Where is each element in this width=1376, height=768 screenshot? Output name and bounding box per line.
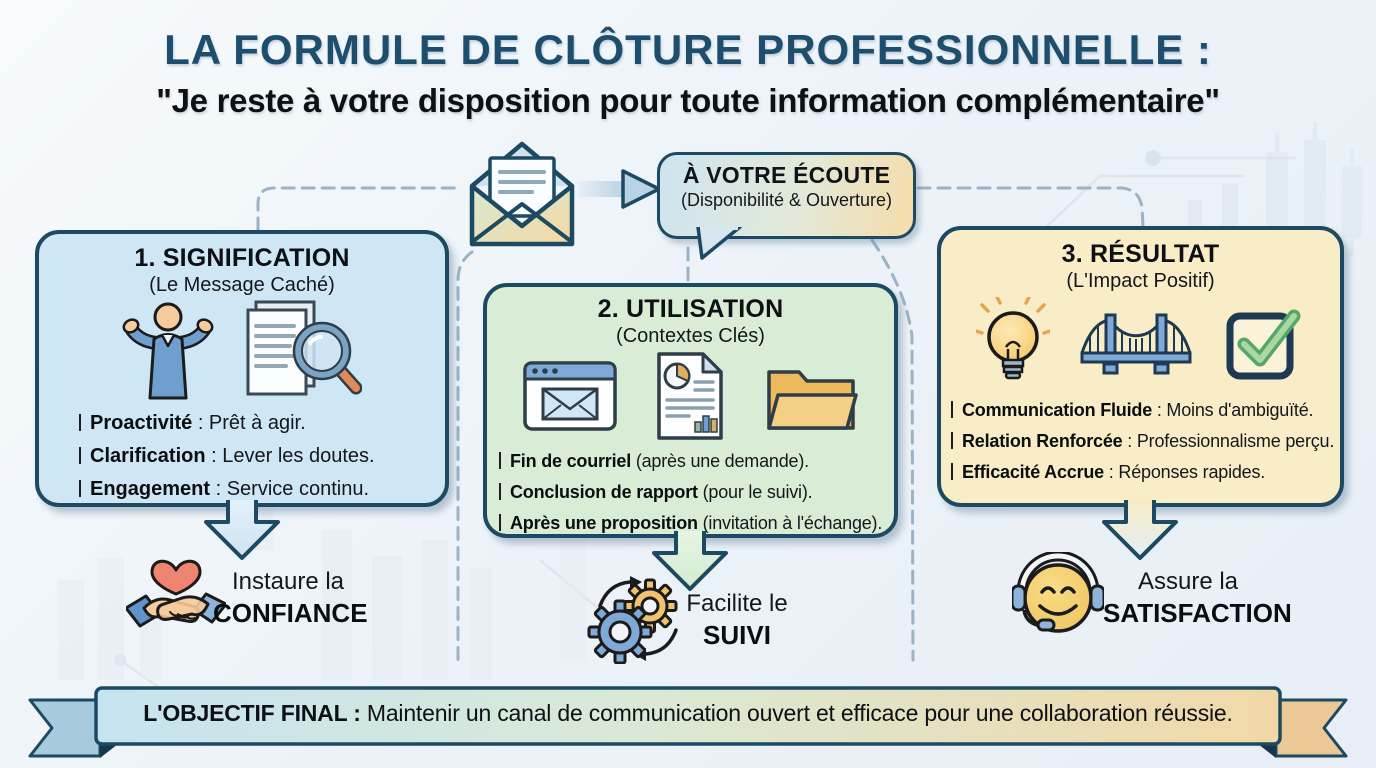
bullet-text: : Réponses rapides. [1104, 462, 1266, 482]
bullet-divider [951, 432, 953, 449]
bullet-item: Efficacité Accrue : Réponses rapides. [951, 457, 1340, 488]
bullet-text: : Professionnalisme perçu. [1122, 431, 1335, 451]
bullet-label: Efficacité Accrue [962, 462, 1104, 482]
box-signification: 1. SIGNIFICATION (Le Message Caché) [35, 230, 449, 507]
bullet-label: Clarification [90, 445, 206, 467]
bullet-item: Après une proposition (invitation à l'éc… [499, 508, 894, 539]
bullet-label: Fin de courriel [510, 451, 632, 471]
connector-box1-to-envelope [256, 186, 462, 232]
bullet-text: : Moins d'ambiguïté. [1152, 400, 1314, 420]
bubble-subtitle: (Disponibilité & Ouverture) [680, 190, 893, 210]
box1-subtitle: (Le Message Caché) [149, 274, 335, 296]
connector-left-vertical [456, 250, 474, 662]
bubble-title: À VOTRE ÉCOUTE [682, 162, 891, 188]
box3-subtitle: (L'Impact Positif) [1066, 270, 1215, 292]
lightbulb-icon [975, 297, 1050, 380]
down-arrow-box2 [652, 531, 728, 591]
bullet-item: Communication Fluide : Moins d'ambiguïté… [951, 395, 1340, 426]
box3-title: 3. RÉSULTAT [1061, 240, 1220, 268]
bullet-text: (après une demande). [631, 451, 809, 471]
bullet-divider [79, 480, 81, 497]
footer-message: Maintenir un canal de communication ouve… [360, 700, 1233, 726]
footer-banner-text: L'OBJECTIF FINAL : Maintenir un canal de… [96, 700, 1280, 727]
box2-bullets: Fin de courriel (après une demande). Con… [487, 446, 894, 539]
outcome-line2: SATISFACTION [1103, 598, 1292, 628]
down-arrow-box1 [204, 500, 280, 560]
bullet-text: : Service continu. [210, 478, 369, 500]
box-utilisation: 2. UTILISATION (Contextes Clés) [483, 283, 898, 538]
bullet-divider [499, 483, 501, 500]
outcome-line1: Instaure la [231, 568, 345, 595]
bullet-label: Communication Fluide [962, 400, 1153, 420]
bullet-label: Proactivité [90, 412, 193, 434]
outcome-suivi: Facilite le SUIVI [677, 590, 797, 651]
bullet-text: (pour le suivi). [697, 482, 813, 502]
shrug-person-icon [122, 302, 214, 400]
bullet-item: Engagement : Service continu. [79, 473, 445, 506]
email-window-icon [522, 361, 617, 431]
box2-title: 2. UTILISATION [597, 295, 784, 323]
checkbox-icon [1226, 309, 1300, 380]
page-subtitle: "Je reste à votre disposition pour toute… [156, 82, 1220, 119]
outcome-line1: Facilite le [686, 590, 788, 617]
bullet-label: Relation Renforcée [962, 431, 1123, 451]
bullet-divider [79, 447, 81, 464]
box3-bullets: Communication Fluide : Moins d'ambiguïté… [941, 395, 1340, 488]
ribbon-banner [28, 686, 1348, 758]
speech-bubble-tail [696, 227, 742, 260]
bullet-item: Conclusion de rapport (pour le suivi). [499, 477, 894, 508]
down-arrow-box3 [1102, 500, 1178, 560]
report-document-icon [656, 352, 723, 440]
connector-right-vertical [870, 238, 915, 662]
bullet-item: Clarification : Lever les doutes. [79, 440, 445, 473]
footer-label: L'OBJECTIF FINAL : [143, 700, 361, 726]
bullet-divider [499, 514, 501, 531]
handshake-heart-icon [126, 559, 226, 628]
box1-bullets: Proactivité : Prêt à agir. Clarification… [39, 407, 445, 506]
bullet-text: : Prêt à agir. [192, 412, 306, 434]
box1-title: 1. SIGNIFICATION [134, 244, 350, 272]
bullet-divider [951, 401, 953, 418]
bullet-text: (invitation à l'échange). [697, 513, 883, 533]
bullet-divider [499, 452, 501, 469]
outcome-line2: SUIVI [703, 620, 771, 650]
bullet-divider [951, 463, 953, 480]
page-title: LA FORMULE DE CLÔTURE PROFESSIONNELLE : [164, 26, 1212, 73]
connector-bubble-to-box3 [916, 186, 1145, 228]
box-resultat: 3. RÉSULTAT (L'Impact Positif) [937, 226, 1344, 507]
outcome-line1: Assure la [1137, 568, 1239, 595]
document-magnifier-icon [246, 300, 362, 396]
bullet-label: Après une proposition [510, 513, 698, 533]
gears-icon [587, 576, 678, 664]
bullet-label: Engagement [90, 478, 211, 500]
open-envelope-icon [469, 141, 575, 247]
folder-icon [766, 370, 858, 430]
bullet-item: Proactivité : Prêt à agir. [79, 407, 445, 440]
headset-smiley-icon [1012, 552, 1104, 633]
bridge-icon [1080, 313, 1191, 375]
right-arrow-icon [578, 169, 661, 209]
bullet-item: Relation Renforcée : Professionnalisme p… [951, 426, 1340, 457]
bullet-text: : Lever les doutes. [205, 445, 375, 467]
box2-subtitle: (Contextes Clés) [616, 325, 765, 347]
outcome-satisfaction: Assure la SATISFACTION [1103, 568, 1292, 629]
bullet-label: Conclusion de rapport [510, 482, 698, 502]
speech-bubble: À VOTRE ÉCOUTE (Disponibilité & Ouvertur… [657, 152, 916, 239]
bullet-item: Fin de courriel (après une demande). [499, 446, 894, 477]
outcome-confiance: Instaure la CONFIANCE [213, 568, 368, 629]
outcome-line2: CONFIANCE [213, 598, 368, 628]
bullet-divider [79, 414, 81, 431]
